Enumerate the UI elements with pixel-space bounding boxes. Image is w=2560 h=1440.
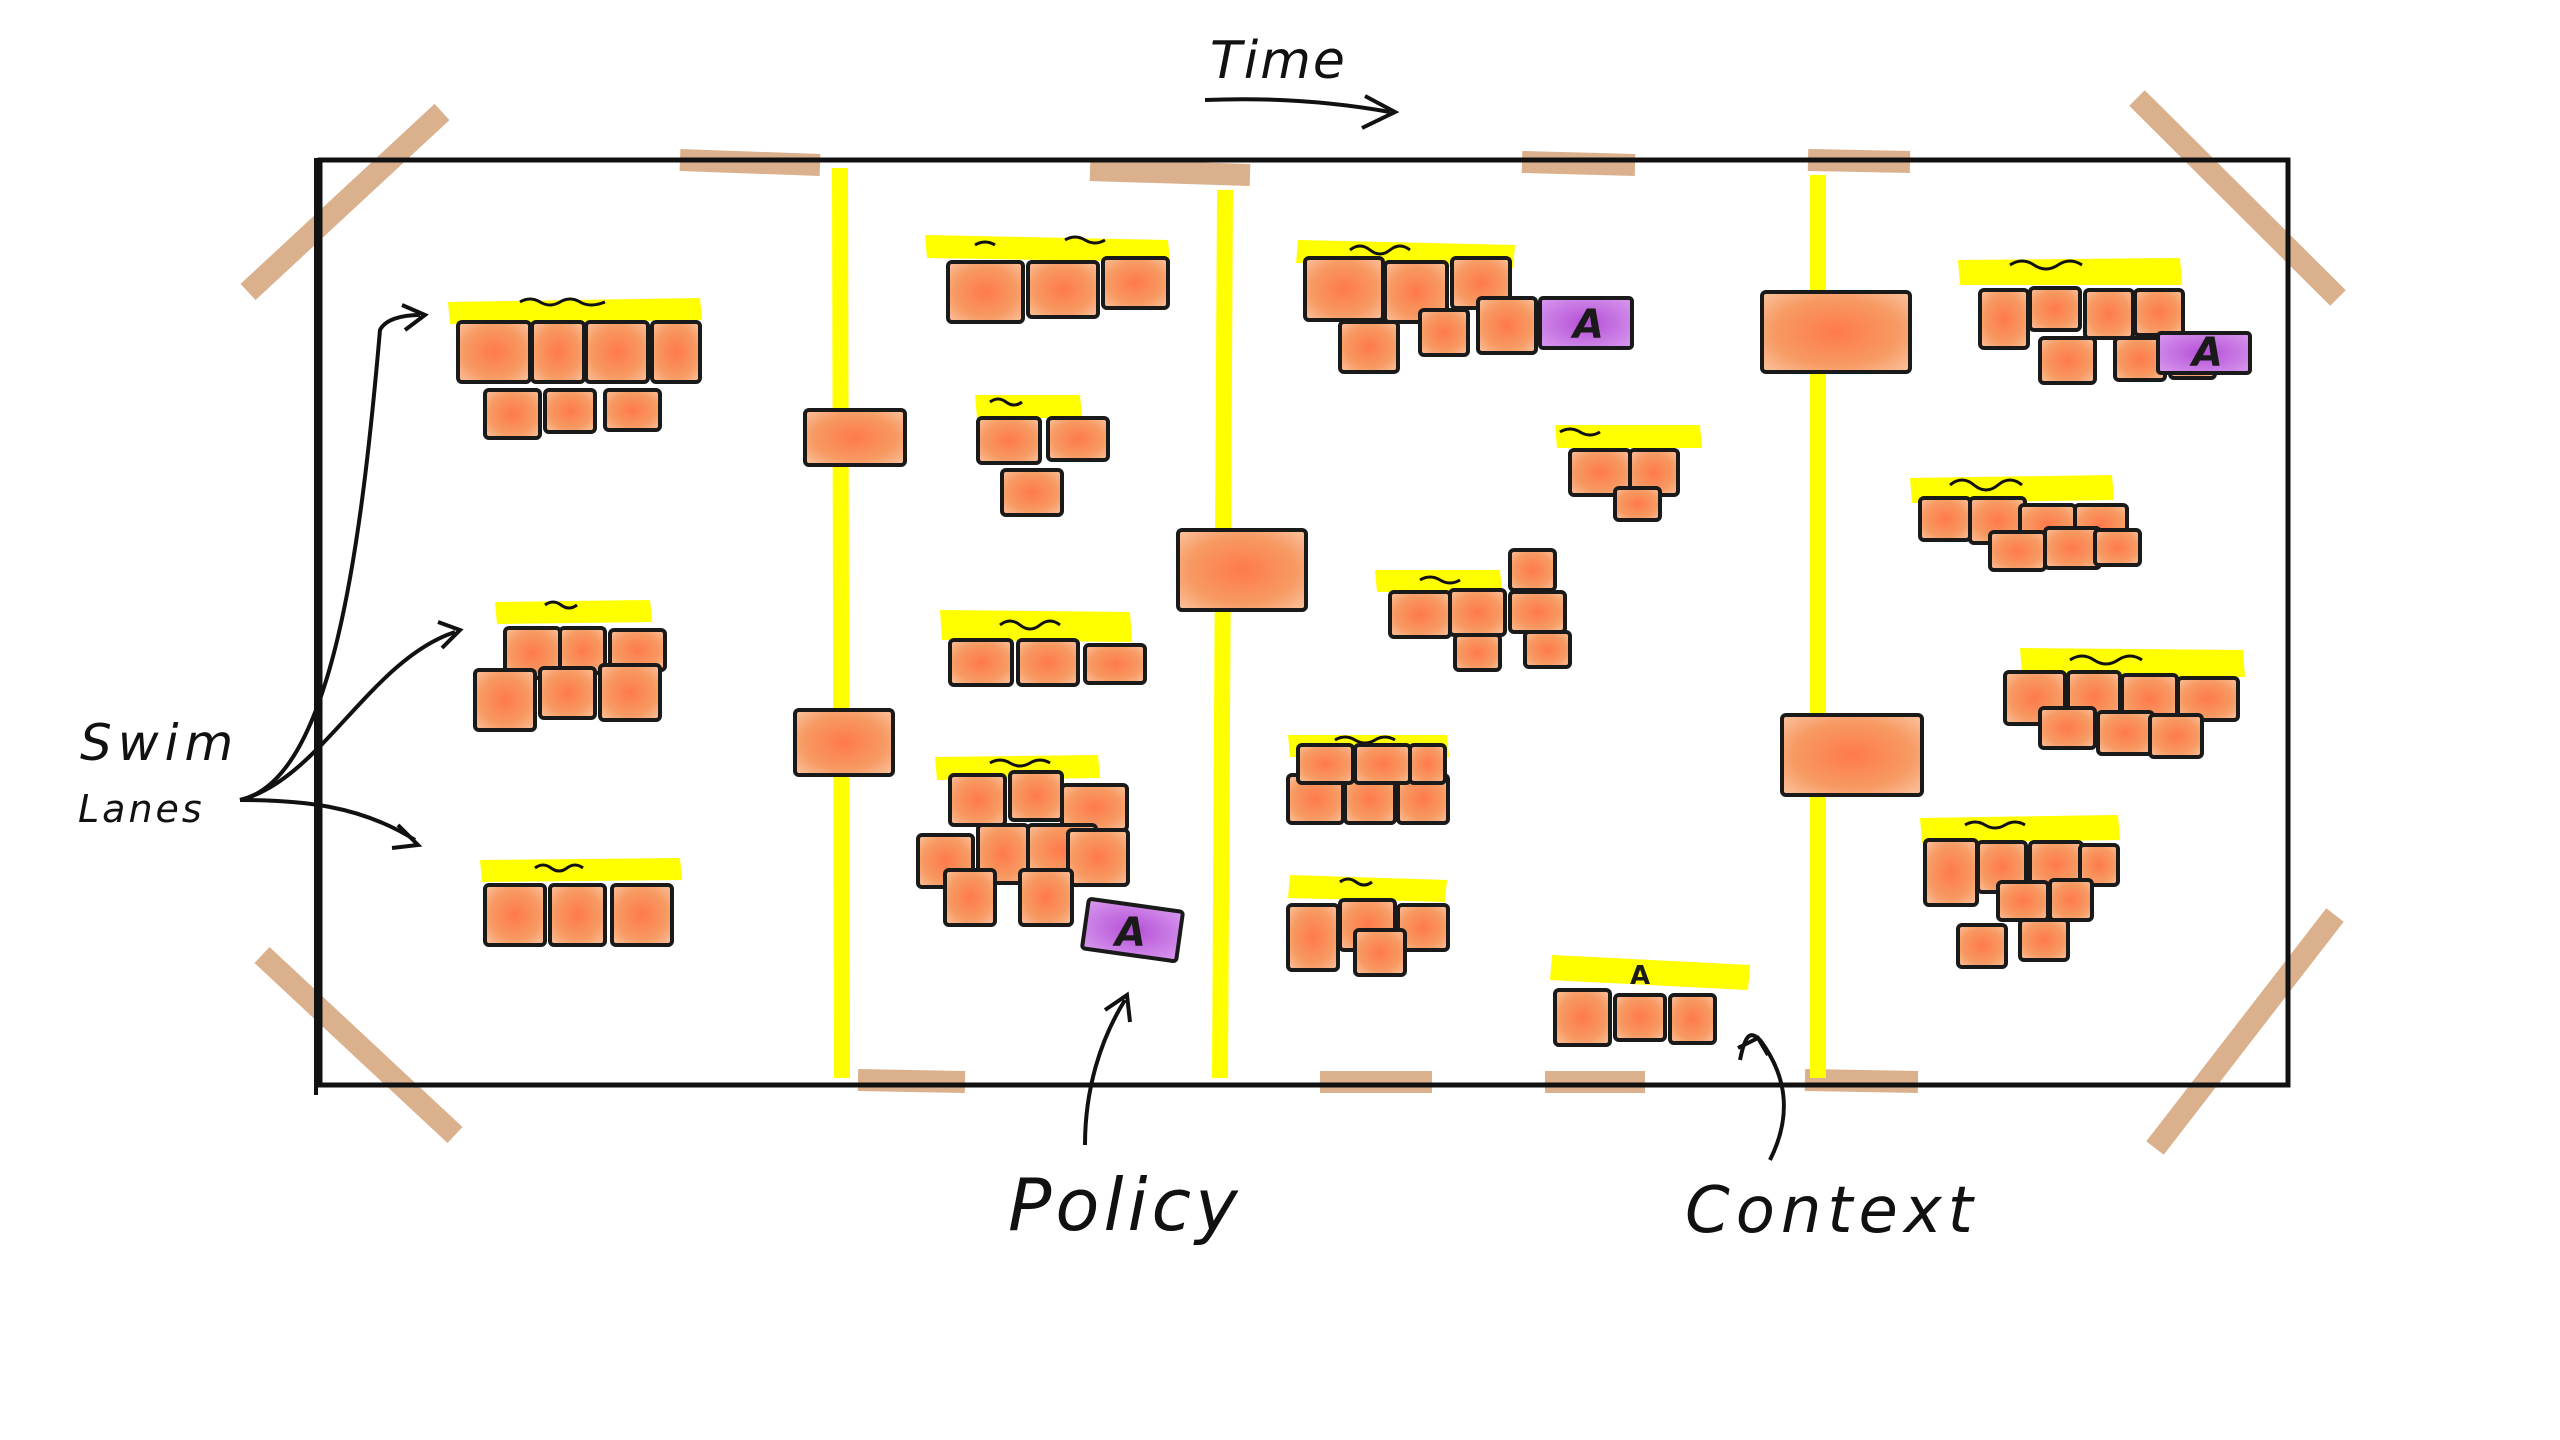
swimlane-headings — [448, 235, 2245, 990]
heading-scribbles — [519, 235, 2143, 887]
board-frame — [317, 157, 2291, 1088]
aggregate-heading-label: A — [1630, 961, 1650, 991]
context-arrow — [1737, 1033, 1786, 1161]
policy-label: Policy — [1008, 1163, 1242, 1247]
swim-lane-arrows — [239, 303, 464, 850]
time-arrow — [1204, 97, 1391, 114]
event-stickies — [456, 256, 2240, 1047]
aggregate-label-3: A — [1112, 910, 1146, 956]
context-label: Context — [1685, 1174, 1979, 1248]
aggregate-label-2: A — [2189, 330, 2223, 376]
aggregate-stickies — [1080, 296, 2252, 964]
time-label: Time — [1210, 31, 1347, 91]
policy-arrow — [1083, 991, 1132, 1146]
lanes-label: Lanes — [78, 787, 205, 831]
aggregate-label-1: A — [1570, 302, 1604, 348]
swim-label: Swim — [80, 714, 239, 772]
time-arrow-head — [1361, 94, 1400, 130]
board: A A A A — [240, 90, 2346, 1155]
